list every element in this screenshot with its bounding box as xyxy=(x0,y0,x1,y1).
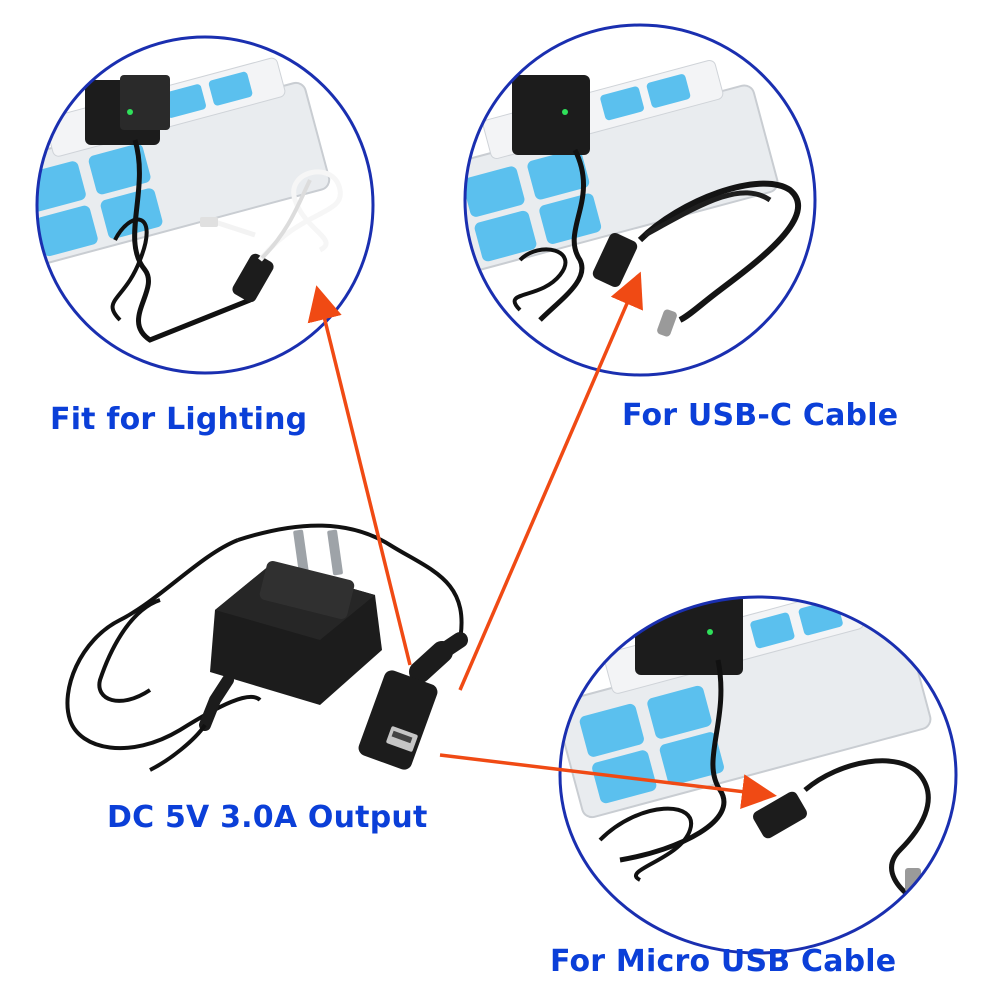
main-adapter-icon xyxy=(65,523,468,772)
caption-usb-c: For USB-C Cable xyxy=(622,398,899,433)
lighting-circle-border xyxy=(35,35,375,375)
lighting-scene-icon xyxy=(37,37,373,373)
caption-micro-usb: For Micro USB Cable xyxy=(550,944,897,979)
usb-c-scene-icon xyxy=(465,25,815,375)
arrow-to-micro-usb xyxy=(439,753,777,810)
micro-usb-circle-border xyxy=(558,595,958,955)
micro-usb-scene-icon xyxy=(560,597,956,953)
arrow-to-lighting xyxy=(307,285,412,666)
arrow-to-usb-c xyxy=(458,271,643,691)
caption-output-spec: DC 5V 3.0A Output xyxy=(107,800,428,835)
usb-c-circle-border xyxy=(463,23,817,377)
caption-lighting: Fit for Lighting xyxy=(50,402,308,437)
